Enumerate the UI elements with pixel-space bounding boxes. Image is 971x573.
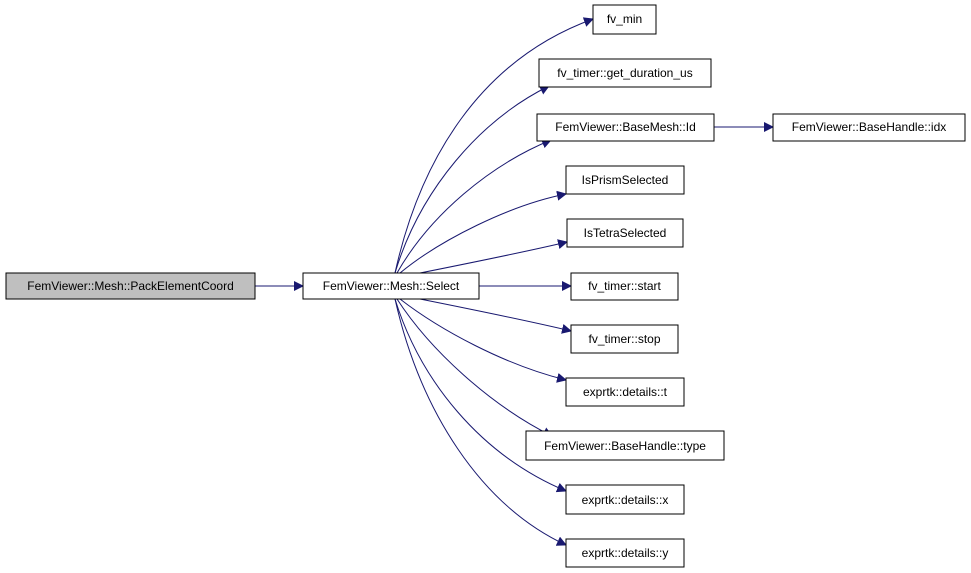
- node-fv-min[interactable]: fv_min: [592, 4, 657, 35]
- edge-select-to-exprtk-details-x: [394, 298, 567, 493]
- node-fv-timer-start[interactable]: fv_timer::start: [570, 272, 679, 301]
- node-label: fv_min: [607, 12, 642, 26]
- edges-layer: [255, 17, 774, 546]
- node-box: [536, 113, 715, 142]
- node-box: [5, 272, 256, 300]
- node-label: exprtk::details::y: [582, 546, 669, 560]
- node-label: FemViewer::BaseMesh::Id: [555, 120, 696, 134]
- node-box: [570, 272, 679, 301]
- node-box: [592, 4, 657, 35]
- edge-select-to-basehandle-type: [396, 298, 553, 437]
- node-label: exprtk::details::t: [583, 385, 668, 399]
- node-label: FemViewer::BaseHandle::idx: [792, 120, 947, 134]
- node-femviewer-basemesh-id[interactable]: FemViewer::BaseMesh::Id: [536, 113, 715, 142]
- node-is-prism-selected[interactable]: IsPrismSelected: [565, 165, 685, 195]
- node-label: IsPrismSelected: [582, 173, 669, 187]
- edge-select-to-exprtk-details-y: [394, 298, 567, 546]
- node-box: [772, 113, 966, 142]
- nodes-layer: FemViewer::Mesh::PackElementCoord FemVie…: [5, 4, 966, 568]
- node-label: FemViewer::Mesh::PackElementCoord: [27, 279, 234, 293]
- node-femviewer-mesh-packelementcoord[interactable]: FemViewer::Mesh::PackElementCoord: [5, 272, 256, 300]
- node-box: [565, 165, 685, 195]
- node-exprtk-details-x[interactable]: exprtk::details::x: [565, 484, 685, 515]
- node-box: [565, 377, 685, 407]
- node-femviewer-mesh-select[interactable]: FemViewer::Mesh::Select: [302, 272, 480, 300]
- node-label: IsTetraSelected: [584, 226, 667, 240]
- node-label: FemViewer::Mesh::Select: [323, 279, 460, 293]
- node-is-tetra-selected[interactable]: IsTetraSelected: [566, 218, 684, 248]
- edge-select-to-is-tetra-selected: [419, 239, 568, 274]
- node-label: exprtk::details::x: [582, 493, 669, 507]
- node-box: [570, 324, 679, 354]
- edge-select-to-fv-timer-stop: [419, 298, 572, 334]
- edge-select-to-get-duration-us: [394, 85, 550, 274]
- node-box: [302, 272, 480, 300]
- node-label: fv_timer::stop: [588, 332, 660, 346]
- node-femviewer-basehandle-type[interactable]: FemViewer::BaseHandle::type: [525, 430, 725, 461]
- node-femviewer-basehandle-idx[interactable]: FemViewer::BaseHandle::idx: [772, 113, 966, 142]
- node-exprtk-details-t[interactable]: exprtk::details::t: [565, 377, 685, 407]
- node-box: [566, 218, 684, 248]
- node-fv-timer-stop[interactable]: fv_timer::stop: [570, 324, 679, 354]
- node-fv-timer-get-duration-us[interactable]: fv_timer::get_duration_us: [538, 58, 712, 88]
- node-label: fv_timer::get_duration_us: [557, 66, 692, 80]
- node-box: [565, 538, 685, 568]
- node-box: [525, 430, 725, 461]
- edge-select-to-exprtk-details-t: [399, 298, 567, 383]
- node-label: FemViewer::BaseHandle::type: [544, 439, 706, 453]
- node-label: fv_timer::start: [588, 279, 661, 293]
- node-box: [565, 484, 685, 515]
- node-exprtk-details-y[interactable]: exprtk::details::y: [565, 538, 685, 568]
- edge-select-to-fv-min: [394, 17, 594, 274]
- node-box: [538, 58, 712, 88]
- edge-select-to-is-prism-selected: [399, 190, 567, 274]
- edge-select-to-basemesh-id: [396, 138, 552, 274]
